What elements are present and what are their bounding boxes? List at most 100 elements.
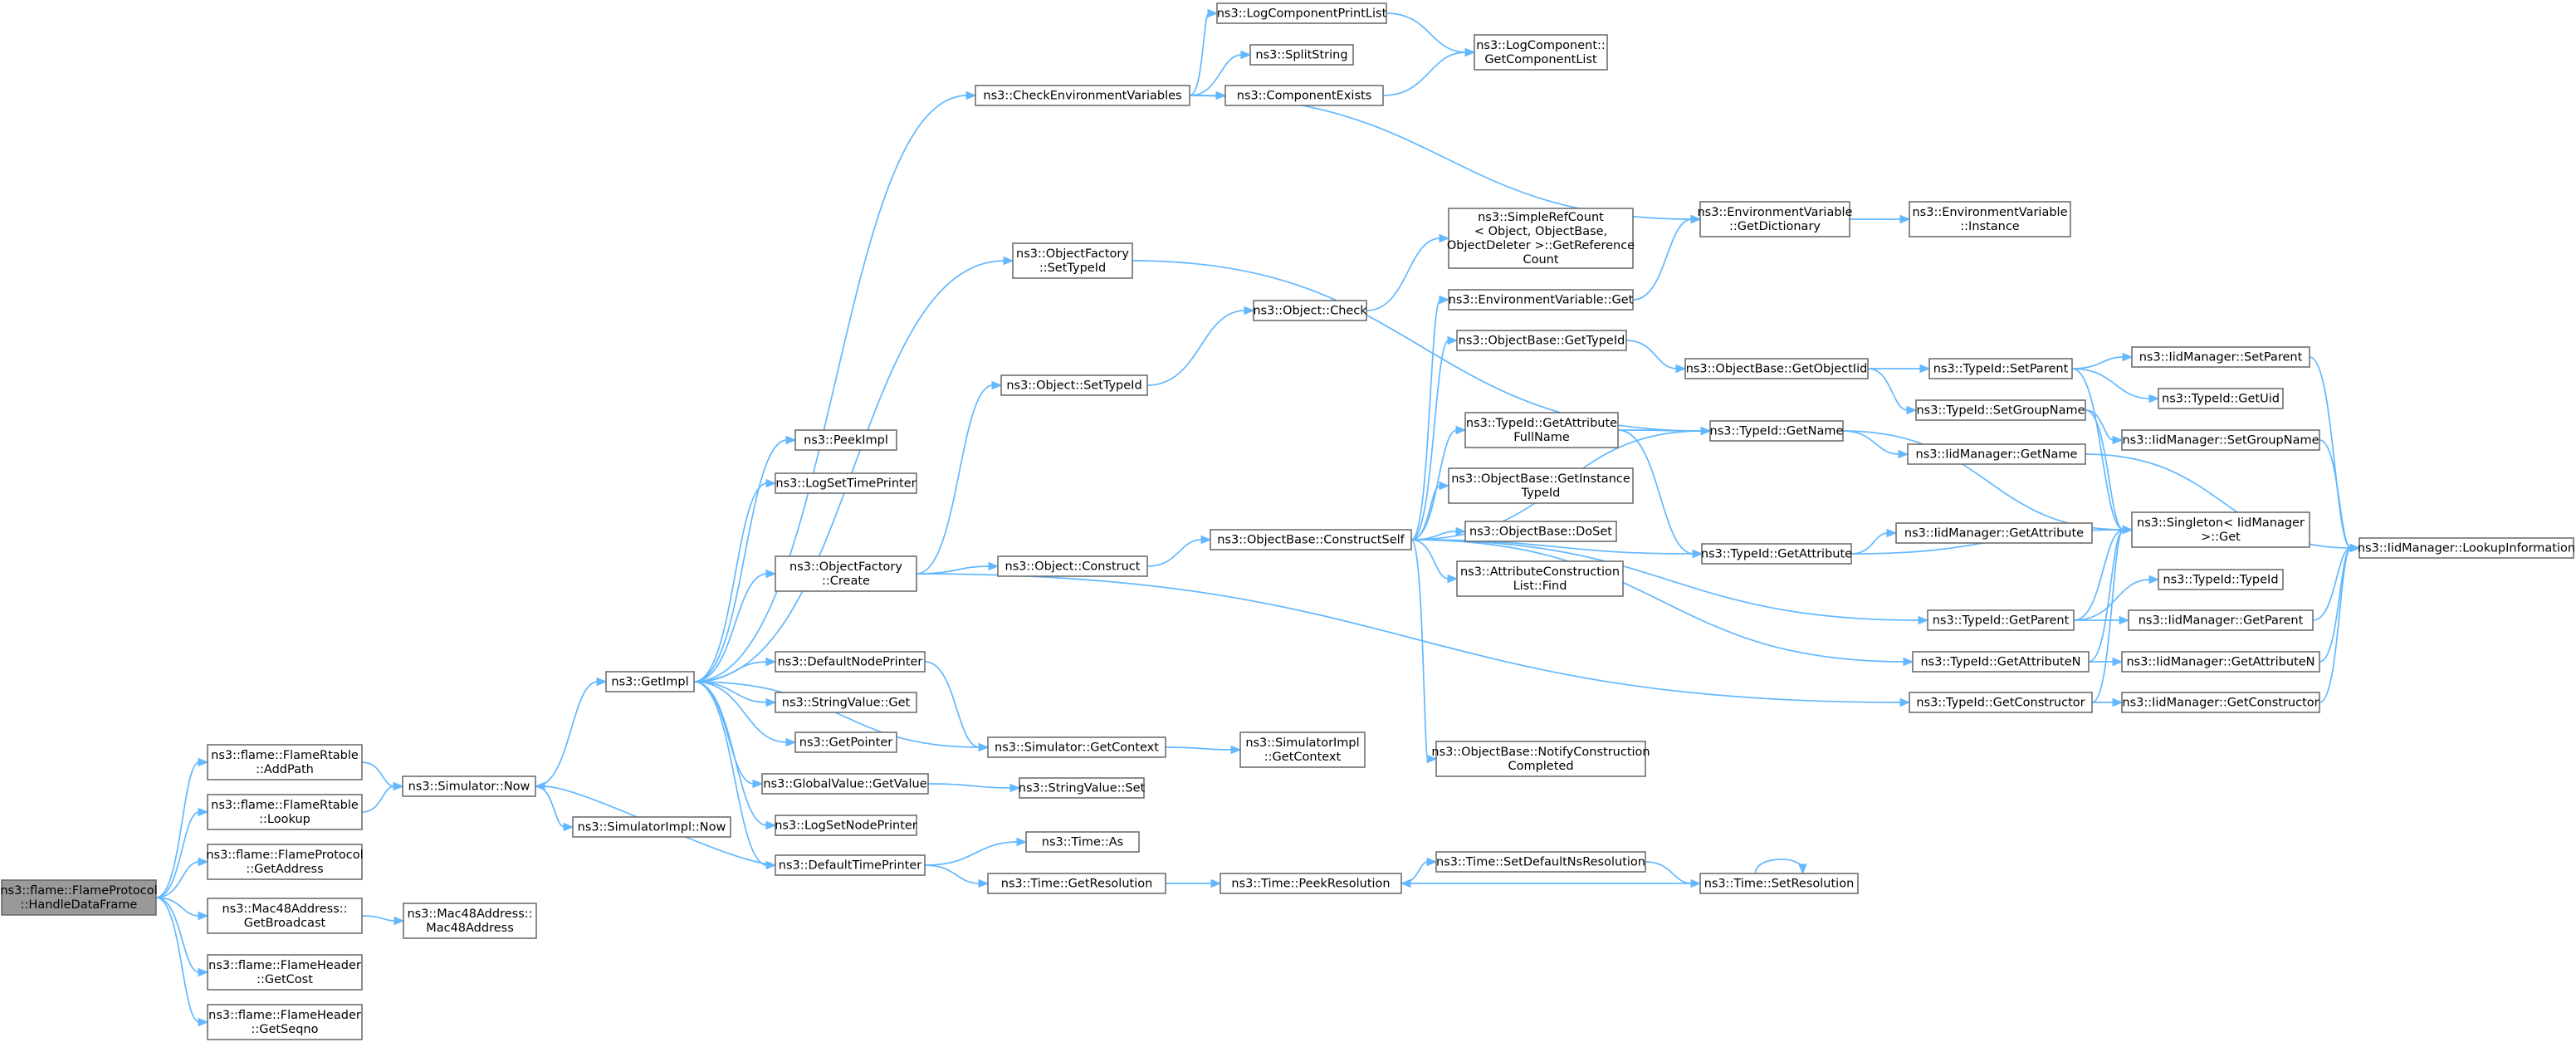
edge-defaulttimeprinter-to-timegetresolution: [924, 864, 990, 888]
node-root[interactable]: ns3::flame::FlameProtocol::HandleDataFra…: [0, 879, 158, 916]
node-getcost[interactable]: ns3::flame::FlameHeader::GetCost: [207, 954, 363, 991]
edge-logcompprintlist-to-logcompgetlist: [1386, 12, 1476, 57]
edge-simgetcontext-to-simimplgetcontext: [1165, 745, 1242, 755]
node-typeidgetconstructor[interactable]: ns3::TypeId::GetConstructor: [1909, 692, 2093, 713]
node-timegetresolution[interactable]: ns3::Time::GetResolution: [987, 873, 1166, 894]
node-label: >::Get: [2201, 531, 2241, 544]
node-envvarget[interactable]: ns3::EnvironmentVariable::Get: [1448, 289, 1634, 311]
edge-defaulttimeprinter-to-timeas: [924, 837, 1028, 866]
node-typeidgetparent[interactable]: ns3::TypeId::GetParent: [1927, 609, 2075, 631]
node-getaddress[interactable]: ns3::flame::FlameProtocol::GetAddress: [206, 844, 364, 880]
edge-checkenv-to-splitstring: [1189, 50, 1252, 96]
edge-getimpl-to-checkenv: [693, 91, 977, 683]
node-iidgetattribute[interactable]: ns3::IidManager::GetAttribute: [1895, 522, 2093, 544]
node-label: ::GetContext: [1264, 751, 1342, 764]
edge-typeidsetgroupname-to-iidsetgroupname: [2085, 409, 2124, 445]
node-simgetcontext[interactable]: ns3::Simulator::GetContext: [987, 736, 1166, 758]
edge-iidgetconstructor-to-iidlookupinfo: [2319, 543, 2361, 703]
node-label: ns3::DefaultTimePrinter: [779, 859, 921, 873]
node-simplerefcount[interactable]: ns3::SimpleRefCount< Object, ObjectBase,…: [1447, 208, 1635, 269]
node-checkenv[interactable]: ns3::CheckEnvironmentVariables: [975, 85, 1190, 106]
edge-typeidsetparent-to-typeidgetuid: [2071, 368, 2160, 404]
node-envvargetdict[interactable]: ns3::EnvironmentVariable::GetDictionary: [1697, 201, 1853, 237]
node-iidsetparent[interactable]: ns3::IidManager::SetParent: [2131, 346, 2310, 368]
node-logcompprintlist[interactable]: ns3::LogComponentPrintList: [1216, 2, 1387, 24]
node-objectconstruct[interactable]: ns3::Object::Construct: [997, 555, 1148, 577]
node-simimplnow[interactable]: ns3::SimulatorImpl::Now: [572, 816, 731, 838]
edge-objbasegetobjectiid-to-typeidsetgroupname: [1867, 368, 1918, 415]
node-constructself[interactable]: ns3::ObjectBase::ConstructSelf: [1210, 529, 1412, 550]
edge-root-to-getseqno: [155, 897, 209, 1027]
node-logcompgetlist[interactable]: ns3::LogComponent::GetComponentList: [1474, 34, 1608, 71]
edge-typeidgetparent-to-iidgetparent: [2073, 615, 2130, 625]
node-label: ns3::StringValue::Set: [1019, 782, 1146, 795]
node-label: ns3::Singleton< IidManager: [2137, 516, 2305, 530]
node-peekimpl[interactable]: ns3::PeekImpl: [794, 429, 897, 451]
node-iidlookupinfo[interactable]: ns3::IidManager::LookupInformation: [2358, 537, 2575, 559]
node-typeidtypeid[interactable]: ns3::TypeId::TypeId: [2158, 569, 2284, 590]
node-timesetresolution[interactable]: ns3::Time::SetResolution: [1699, 873, 1859, 894]
node-label: ns3::Object::Check: [1253, 305, 1367, 318]
node-label: ::SetTypeId: [1039, 262, 1106, 275]
node-logsetnodeprinter[interactable]: ns3::LogSetNodePrinter: [775, 815, 917, 836]
node-label: GetBroadcast: [244, 917, 326, 930]
node-iidsetgroupname[interactable]: ns3::IidManager::SetGroupName: [2121, 429, 2320, 451]
node-splitstring[interactable]: ns3::SplitString: [1249, 44, 1354, 66]
node-iidgetconstructor[interactable]: ns3::IidManager::GetConstructor: [2121, 692, 2320, 713]
node-getpointer[interactable]: ns3::GetPointer: [794, 731, 897, 753]
node-singletonget[interactable]: ns3::Singleton< IidManager >::Get: [2131, 511, 2310, 548]
node-ofsettypeid[interactable]: ns3::ObjectFactory::SetTypeId: [1012, 242, 1133, 279]
node-componentexists[interactable]: ns3::ComponentExists: [1224, 85, 1384, 106]
edge-getimpl-to-peekimpl: [693, 435, 797, 683]
node-addpath[interactable]: ns3::flame::FlameRtable::AddPath: [207, 744, 363, 780]
node-typeidgetattribute[interactable]: ns3::TypeId::GetAttribute: [1701, 543, 1852, 565]
node-objectsettypeid[interactable]: ns3::Object::SetTypeId: [1000, 374, 1148, 396]
node-label: List::Find: [1513, 580, 1567, 593]
node-objbasegettypeid[interactable]: ns3::ObjectBase::GetTypeId: [1456, 330, 1627, 351]
node-label: ns3::flame::FlameRtable: [211, 749, 359, 762]
node-objbasedoset[interactable]: ns3::ObjectBase::DoSet: [1464, 521, 1617, 542]
node-label: ns3::Time::GetResolution: [1001, 878, 1153, 891]
node-envvarinstance[interactable]: ns3::EnvironmentVariable::Instance: [1909, 201, 2071, 237]
node-timeas[interactable]: ns3::Time::As: [1025, 831, 1140, 853]
node-typeidsetgroupname[interactable]: ns3::TypeId::SetGroupName: [1915, 399, 2086, 421]
node-stringvalueget[interactable]: ns3::StringValue::Get: [775, 692, 917, 713]
node-typeidgetname[interactable]: ns3::TypeId::GetName: [1709, 420, 1844, 442]
node-typeidgetattributen[interactable]: ns3::TypeId::GetAttributeN: [1912, 651, 2090, 673]
node-notifyconstruction[interactable]: ns3::ObjectBase::NotifyConstructionCompl…: [1431, 741, 1650, 777]
node-stringvalueset[interactable]: ns3::StringValue::Set: [1019, 777, 1146, 799]
edge-iidgetattributen-to-iidlookupinfo: [2319, 543, 2361, 663]
node-iidgetattributen[interactable]: ns3::IidManager::GetAttributeN: [2121, 651, 2320, 673]
node-timesetdefaultns[interactable]: ns3::Time::SetDefaultNsResolution: [1435, 851, 1646, 873]
node-typeidsetparent[interactable]: ns3::TypeId::SetParent: [1928, 358, 2073, 379]
node-label: ns3::SplitString: [1255, 49, 1347, 62]
edge-typeidgetattributen-to-iidgetattributen: [2088, 657, 2124, 667]
node-timepeekresolution[interactable]: ns3::Time::PeekResolution: [1220, 873, 1402, 894]
node-getseqno[interactable]: ns3::flame::FlameHeader::GetSeqno: [207, 1004, 363, 1040]
node-typeidgetuid[interactable]: ns3::TypeId::GetUid: [2158, 388, 2284, 409]
node-simnow[interactable]: ns3::Simulator::Now: [402, 775, 536, 797]
node-lookup[interactable]: ns3::flame::FlameRtable::Lookup: [207, 794, 363, 830]
node-mac48ctor[interactable]: ns3::Mac48Address::Mac48Address: [403, 903, 537, 939]
node-getimpl[interactable]: ns3::GetImpl: [605, 671, 695, 692]
node-defaulttimeprinter[interactable]: ns3::DefaultTimePrinter: [775, 854, 926, 876]
node-objbasegetobjectiid[interactable]: ns3::ObjectBase::GetObjectIid: [1684, 358, 1869, 379]
node-defaultnodeprinter[interactable]: ns3::DefaultNodePrinter: [775, 651, 926, 673]
node-getbroadcast[interactable]: ns3::Mac48Address::GetBroadcast: [207, 898, 363, 934]
edge-constructself-to-typeidgetattribute: [1410, 539, 1703, 559]
edge-getimpl-to-stringvalueget: [693, 681, 777, 707]
edge-checkenv-to-envvargetdict: [1189, 95, 1702, 224]
node-iidgetparent[interactable]: ns3::IidManager::GetParent: [2128, 609, 2314, 631]
node-iidgetname[interactable]: ns3::IidManager::GetName: [1907, 443, 2086, 465]
node-ofcreate[interactable]: ns3::ObjectFactory::Create: [775, 555, 917, 592]
node-logsettimeprinter[interactable]: ns3::LogSetTimePrinter: [775, 472, 917, 494]
edge-constructself-to-envvarget: [1410, 295, 1450, 541]
node-simimplgetcontext[interactable]: ns3::SimulatorImpl::GetContext: [1239, 731, 1366, 768]
node-objectcheck[interactable]: ns3::Object::Check: [1253, 300, 1367, 321]
node-globalvaluegetvalue[interactable]: ns3::GlobalValue::GetValue: [761, 773, 929, 795]
